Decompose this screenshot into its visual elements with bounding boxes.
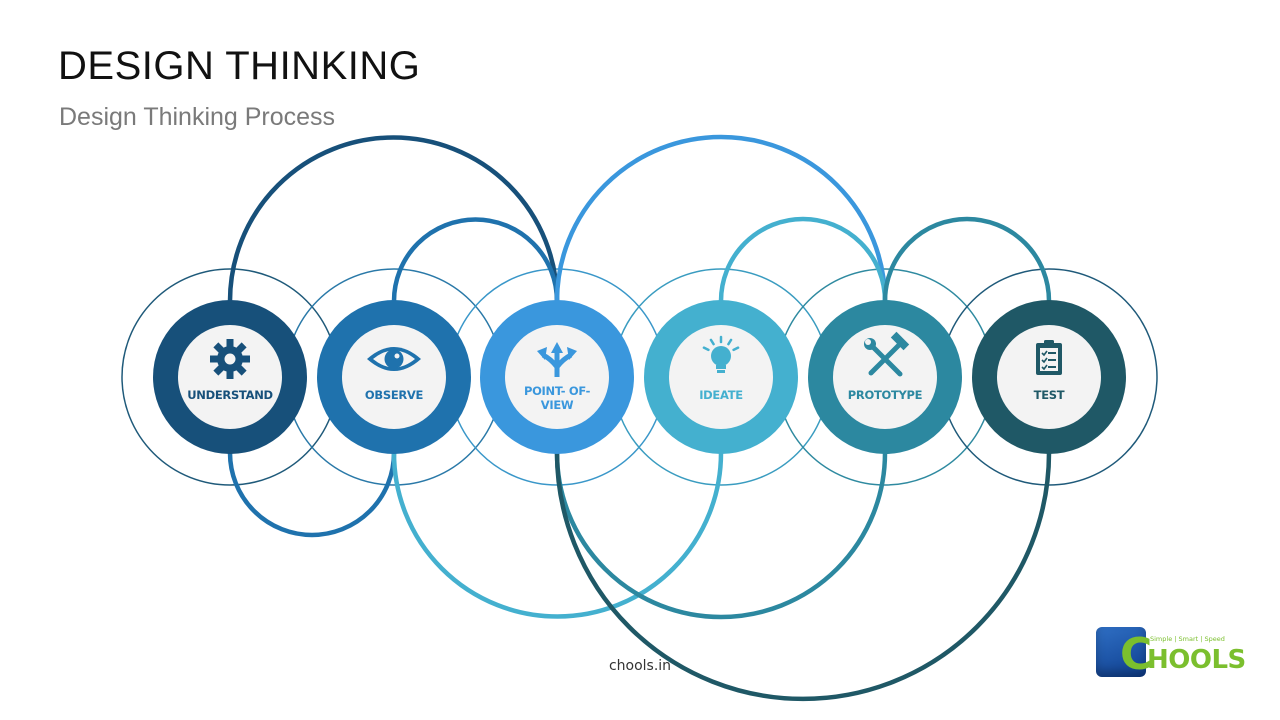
logo-letter: C	[1120, 629, 1153, 680]
gear-tooth	[226, 370, 234, 379]
process-node: UNDERSTAND	[153, 300, 307, 454]
node-label: PROTOTYPE	[848, 388, 923, 402]
process-node: OBSERVE	[317, 300, 471, 454]
tools-icon	[864, 331, 910, 377]
chools-logo[interactable]: C Simple | Smart | Speed HOOLS	[1096, 627, 1246, 680]
gear-tooth	[226, 339, 234, 348]
logo-word: HOOLS	[1147, 645, 1246, 675]
clipboard-check	[1041, 357, 1048, 364]
connector-arc	[227, 135, 560, 304]
bulb-glass	[711, 346, 731, 366]
connector-arc	[227, 450, 397, 538]
eye-icon	[367, 347, 421, 371]
node-label: UNDERSTAND	[187, 388, 273, 402]
hammer-handle	[868, 342, 902, 376]
connector-arc	[391, 450, 724, 619]
node-inner-disc	[997, 325, 1101, 429]
bulb-ray	[727, 338, 733, 346]
connector-arc	[718, 216, 888, 304]
connector-arc	[882, 216, 1052, 304]
connector-arc	[554, 450, 888, 620]
process-node: PROTOTYPE	[808, 300, 962, 454]
clipboard-clip	[1044, 340, 1054, 346]
eye-iris	[384, 349, 404, 369]
logo-box	[1096, 627, 1146, 677]
arrow-head-up	[551, 342, 563, 353]
process-node: POINT- OF-VIEW	[480, 300, 634, 454]
hammer-head	[890, 331, 910, 351]
gear-tooth	[241, 355, 250, 363]
process-nodes-layer: UNDERSTAND OBSERVE POINT- OF-VIEW IDEATE PRO…	[153, 300, 1126, 454]
gear-hole	[224, 353, 236, 365]
connector-arcs-layer	[227, 134, 1052, 702]
wrench-jaw	[865, 339, 871, 345]
bulb-base-1	[716, 365, 726, 369]
page-subtitle: Design Thinking Process	[59, 103, 336, 131]
node-inner-disc	[342, 325, 446, 429]
node-label: POINT- OF-	[524, 384, 591, 398]
arrow-head-left	[537, 347, 547, 360]
node-label: TEST	[1034, 388, 1065, 402]
node-label: VIEW	[541, 398, 574, 412]
bulb-ray	[702, 346, 710, 352]
gear-icon	[210, 339, 250, 379]
process-node: IDEATE	[644, 300, 798, 454]
node-inner-disc	[833, 325, 937, 429]
node-label: OBSERVE	[365, 388, 424, 402]
bulb-base-2	[717, 370, 725, 373]
clipboard-icon	[1036, 340, 1062, 375]
connector-arc	[554, 134, 888, 304]
gear-tooth	[210, 355, 219, 363]
clipboard-check	[1041, 350, 1048, 357]
bulb-ray	[709, 338, 715, 346]
page-title: DESIGN THINKING	[58, 44, 421, 88]
logo-tagline: Simple | Smart | Speed	[1150, 635, 1225, 643]
connector-arc	[554, 450, 1052, 702]
arrow-head-right	[567, 347, 577, 360]
bulb-ray	[732, 346, 740, 352]
eye-glint	[394, 353, 400, 359]
lightbulb-icon	[702, 335, 740, 373]
clipboard-check	[1041, 364, 1048, 371]
process-node: TEST	[972, 300, 1126, 454]
footer-url[interactable]: chools.in	[608, 658, 672, 674]
connector-arc	[391, 217, 560, 304]
split-arrows-icon	[537, 342, 577, 377]
node-label: IDEATE	[699, 388, 743, 402]
node-inner-disc	[669, 325, 773, 429]
